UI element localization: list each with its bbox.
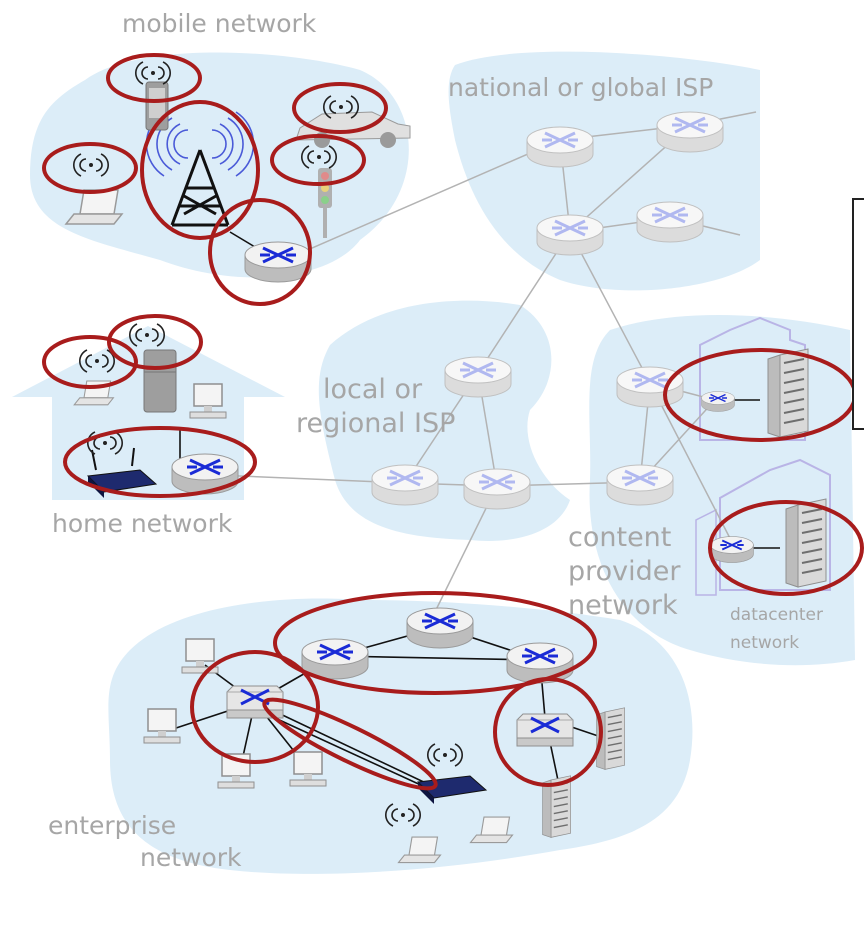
router-isp-4: [635, 200, 705, 244]
label-datacenter-2: network: [730, 633, 799, 653]
router-local-3: [462, 467, 532, 511]
router-local-2: [370, 463, 440, 507]
router-enterprise-3: [505, 641, 575, 685]
annotation-datacenter-2: [708, 500, 864, 596]
server-datacenter-2: [785, 498, 827, 588]
router-isp-1: [525, 125, 595, 169]
label-enterprise-1: enterprise: [48, 811, 176, 840]
annotation-home-2: [107, 314, 203, 370]
datacenter-outline-2: [719, 458, 831, 591]
side-panel-tab[interactable]: [852, 198, 864, 430]
dark-links: [169, 231, 780, 793]
annotation-tower: [140, 100, 260, 240]
annotation-home-1: [42, 335, 138, 389]
enterprise-pc-4: [289, 751, 327, 787]
label-content-2: provider: [568, 556, 681, 587]
annotation-traffic: [270, 134, 366, 186]
router-local-1: [443, 355, 513, 399]
annotation-enterprise-switch: [190, 650, 320, 764]
router-home: [170, 452, 240, 496]
enterprise-pc-2: [143, 708, 181, 744]
switch-enterprise-right: [515, 712, 575, 748]
router-isp-2: [655, 110, 725, 154]
router-enterprise-2: [405, 606, 475, 650]
home-fridge-icon: [143, 349, 177, 413]
label-content-3: network: [568, 590, 678, 621]
router-datacenter-1: [700, 390, 736, 413]
label-home-network: home network: [52, 509, 233, 538]
annotation-enterprise-link: [262, 697, 438, 791]
traffic-light-icon: [318, 168, 332, 238]
annotation-home-router: [63, 426, 257, 498]
label-mobile-network: mobile network: [122, 9, 317, 38]
label-datacenter-1: datacenter: [730, 605, 823, 625]
router-isp-3: [535, 213, 605, 257]
router-content-1: [615, 365, 685, 409]
label-local-isp-1: local or: [323, 374, 423, 405]
label-content-1: content: [568, 522, 671, 553]
switch-enterprise-left: [225, 684, 285, 720]
home-pc-icon: [189, 383, 227, 419]
annotation-enterprise-core: [273, 591, 597, 695]
router-datacenter-2: [709, 535, 755, 564]
annotation-phone: [106, 53, 202, 103]
server-datacenter-1: [767, 348, 809, 438]
annotation-car: [292, 82, 388, 134]
mobile-network-region: [30, 52, 409, 278]
home-wireless-router-icon: [86, 447, 158, 498]
label-national-isp: national or global ISP: [448, 73, 713, 102]
label-enterprise-2: network: [140, 843, 242, 872]
router-mobile: [243, 240, 313, 284]
annotation-laptop: [42, 142, 138, 194]
label-local-isp-2: regional ISP: [296, 408, 455, 439]
router-content-2: [605, 463, 675, 507]
annotation-mobile-router: [208, 198, 312, 306]
annotation-enterprise-right-switch: [493, 677, 603, 787]
